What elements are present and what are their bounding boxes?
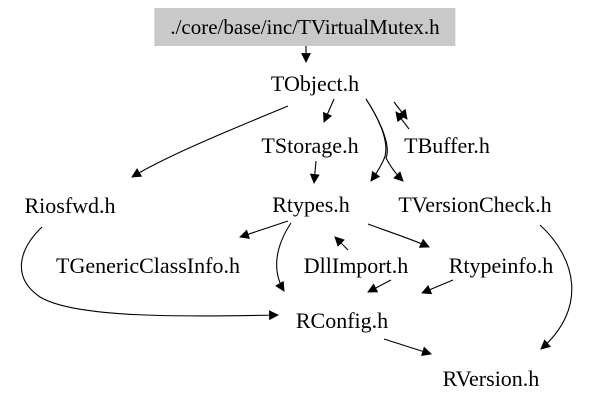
edge-dllimport-to-rtypes bbox=[334, 236, 349, 251]
node-tversioncheck[interactable]: TVersionCheck.h bbox=[398, 192, 552, 217]
edge-rtypeinfo-to-rconfig bbox=[421, 279, 454, 295]
node-riosfwd[interactable]: Riosfwd.h bbox=[24, 193, 116, 218]
edge-tversioncheck-to-rversion bbox=[539, 224, 573, 350]
node-rversion[interactable]: RVersion.h bbox=[442, 366, 540, 391]
node-rconfig[interactable]: RConfig.h bbox=[295, 308, 389, 333]
node-dllimport[interactable]: DllImport.h bbox=[303, 253, 409, 278]
edge-rconfig-to-rversion bbox=[383, 338, 432, 357]
node-tbuffer[interactable]: TBuffer.h bbox=[404, 133, 490, 158]
node-tobject[interactable]: TObject.h bbox=[270, 71, 360, 96]
node-tvirtualmutex-root: ./core/base/inc/TVirtualMutex.h bbox=[154, 8, 456, 46]
edge-rtypes-to-rconfig bbox=[275, 222, 292, 292]
edge-tobject-to-riosfwd bbox=[131, 105, 289, 178]
node-tgenericclassinfo[interactable]: TGenericClassInfo.h bbox=[56, 253, 240, 278]
edge-tobject-to-tversioncheck bbox=[365, 98, 404, 182]
edge-rtypes-to-rtypeinfo bbox=[367, 223, 430, 248]
node-tstorage[interactable]: TStorage.h bbox=[261, 133, 359, 158]
edge-dllimport-to-rconfig bbox=[367, 279, 392, 293]
edge-tobject-to-tstorage bbox=[323, 98, 335, 123]
edge-tstorage-to-rtypes bbox=[309, 160, 320, 184]
edge-tobject-to-tbuffer bbox=[393, 101, 408, 120]
edge-tobject-to-rtypes bbox=[365, 98, 387, 182]
edge-riosfwd-to-rconfig bbox=[20, 226, 279, 321]
node-rtypes[interactable]: Rtypes.h bbox=[272, 192, 350, 217]
edge-rtypes-to-tgenericclassinfo bbox=[239, 220, 289, 239]
node-rtypeinfo[interactable]: Rtypeinfo.h bbox=[448, 253, 554, 278]
edge-tbuffer-to-tobject bbox=[395, 111, 410, 130]
